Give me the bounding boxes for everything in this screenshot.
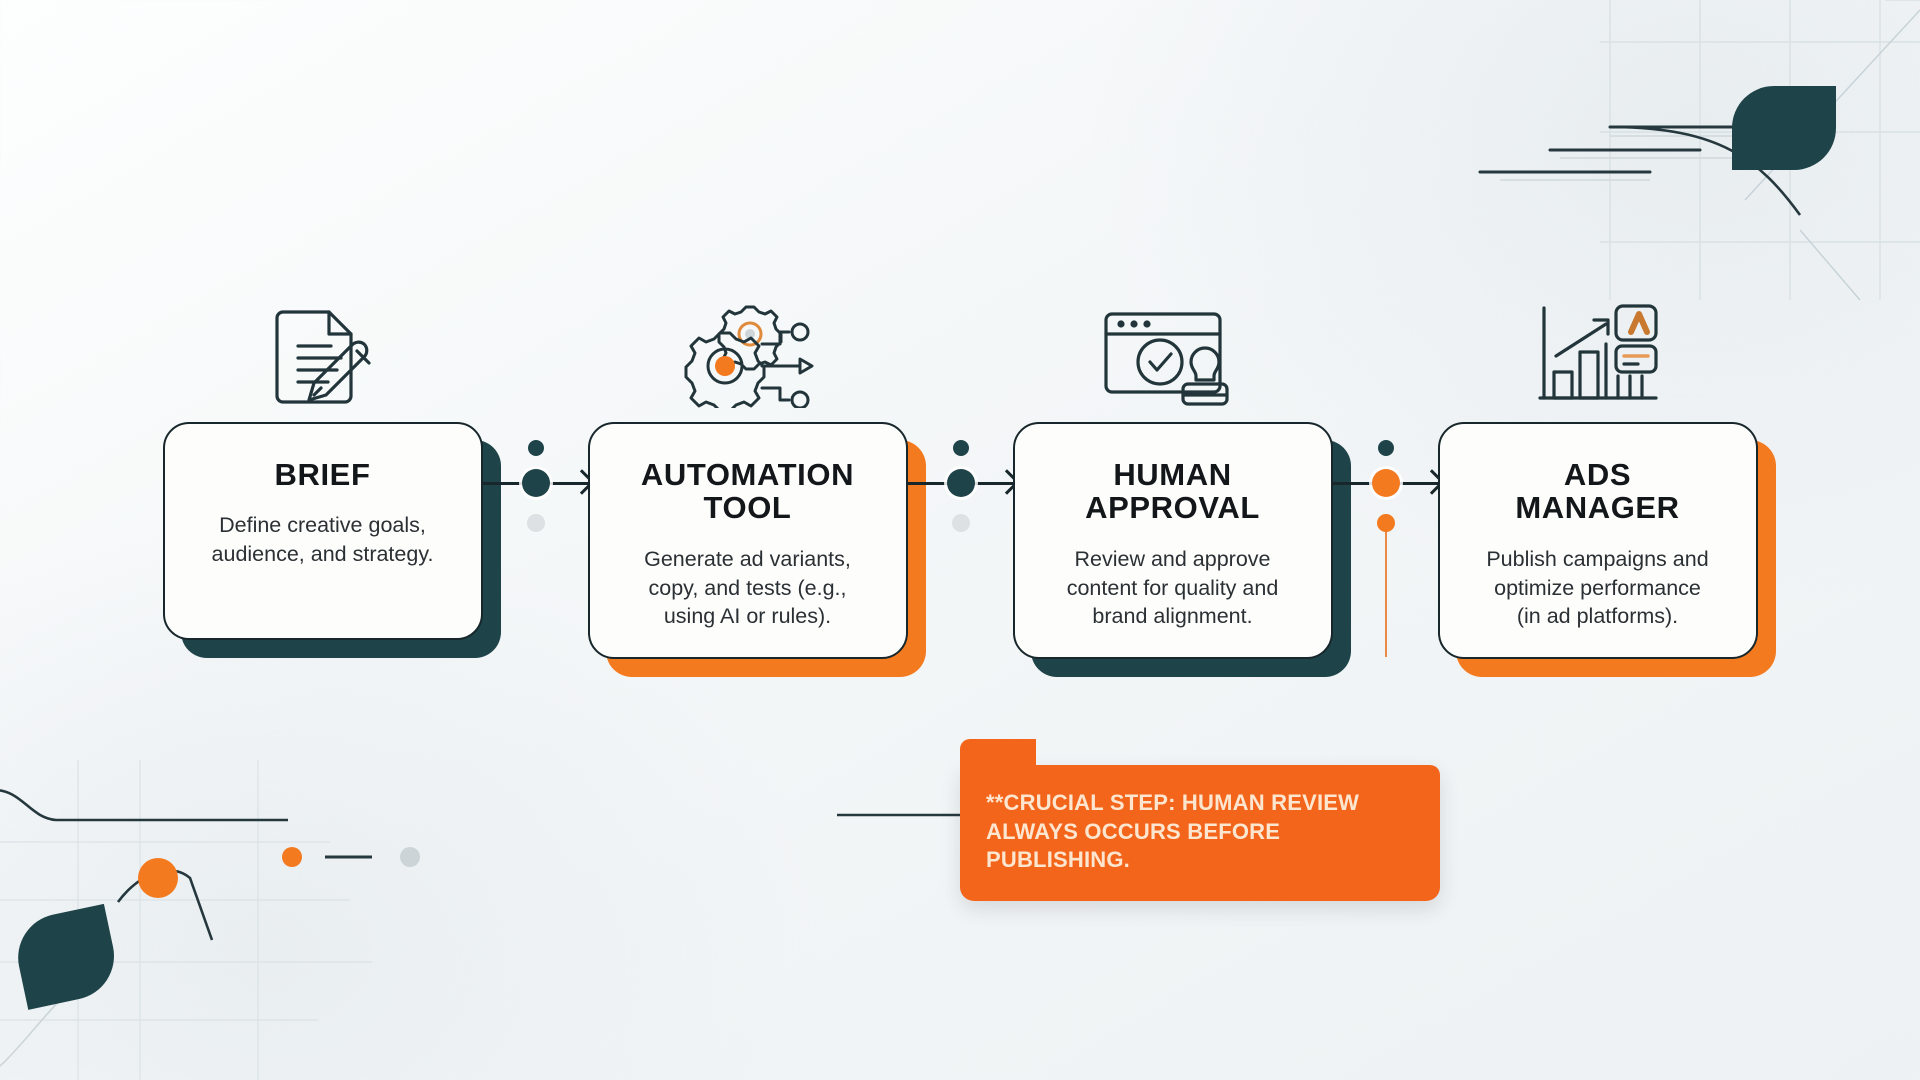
connector-dot-top [1377,440,1394,456]
rules-top-right [1478,125,1782,174]
grid-bottom-left [0,760,372,1080]
callout-tab [960,739,1036,767]
document-pencil-icon [265,300,381,408]
card-wrap-ads-manager: ADS MANAGER Publish campaigns and optimi… [1437,422,1776,677]
card-brief[interactable]: BRIEF Define creative goals, audience, a… [162,422,483,640]
connector-automation-to-approval [907,422,1020,640]
card-automation-tool[interactable]: AUTOMATION TOOL Generate ad variants, co… [587,422,908,659]
gears-automation-icon [678,300,818,408]
connector-dot-main [946,468,975,497]
card-wrap-automation-tool: AUTOMATION TOOL Generate ad variants, co… [587,422,926,677]
thin-diagonals-top-right [1744,9,1920,301]
leaf-shape-top-right [1732,86,1836,170]
step-automation-tool[interactable]: AUTOMATION TOOL Generate ad variants, co… [587,300,926,677]
process-flow: BRIEF Define creative goals, audience, a… [0,300,1920,677]
accent-dot-large [138,858,178,898]
accent-dot-small [282,847,302,867]
muted-dot-small [400,847,420,867]
connector-dot-bottom [526,514,545,532]
connector-dot-top [952,440,969,456]
card-title: HUMAN APPROVAL [1085,457,1260,526]
card-human-approval[interactable]: HUMAN APPROVAL Review and approve conten… [1012,422,1333,659]
grid-top-right [1600,0,1920,300]
step-brief[interactable]: BRIEF Define creative goals, audience, a… [162,300,501,658]
callout-line-1: **CRUCIAL STEP: HUMAN REVIEW [986,790,1360,815]
connector-dot-bottom [1376,514,1395,532]
callout-line-2: ALWAYS OCCURS BEFORE PUBLISHING. [986,818,1281,873]
curve-bottom-left [0,789,288,822]
crucial-step-callout: **CRUCIAL STEP: HUMAN REVIEW ALWAYS OCCU… [960,739,1440,901]
card-description: Review and approve content for quality a… [1066,546,1279,629]
card-ads-manager[interactable]: ADS MANAGER Publish campaigns and optimi… [1437,422,1758,659]
card-title: BRIEF [274,457,371,492]
card-title: AUTOMATION TOOL [640,457,855,526]
connector-dot-bottom [951,514,970,532]
connector-brief-to-automation [482,422,595,640]
card-description: Generate ad variants, copy, and tests (e… [644,546,851,629]
card-wrap-brief: BRIEF Define creative goals, audience, a… [162,422,501,658]
leaf-shape-bottom-left [18,903,114,1010]
browser-stamp-approval-icon [1100,300,1246,408]
card-title: ADS MANAGER [1515,457,1680,526]
step-human-approval[interactable]: HUMAN APPROVAL Review and approve conten… [1012,300,1351,677]
step-ads-manager[interactable]: ADS MANAGER Publish campaigns and optimi… [1437,300,1776,677]
card-description: Define creative goals, audience, and str… [211,513,434,567]
connector-approval-to-ads [1332,422,1445,657]
connector-dot-main [521,468,550,497]
connector-dot-main [1371,468,1400,497]
analytics-growth-icon [1534,300,1662,408]
card-wrap-human-approval: HUMAN APPROVAL Review and approve conten… [1012,422,1351,677]
card-description: Publish campaigns and optimize performan… [1486,546,1709,629]
arc-bottom-left [116,869,214,941]
thin-curve-bottom-left [0,995,65,1067]
rules-top-right-soft [1500,135,1820,181]
curve-top-right [1609,125,1802,216]
callout-leader-line [1384,522,1387,657]
connector-dot-top [527,440,544,456]
